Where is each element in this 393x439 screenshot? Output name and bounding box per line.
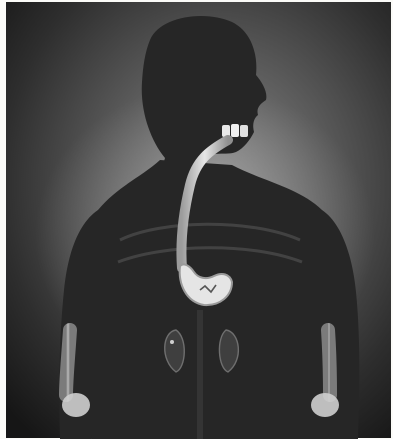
right-elbow-joint bbox=[311, 393, 339, 417]
left-elbow-joint bbox=[62, 393, 90, 417]
teeth bbox=[222, 124, 248, 137]
